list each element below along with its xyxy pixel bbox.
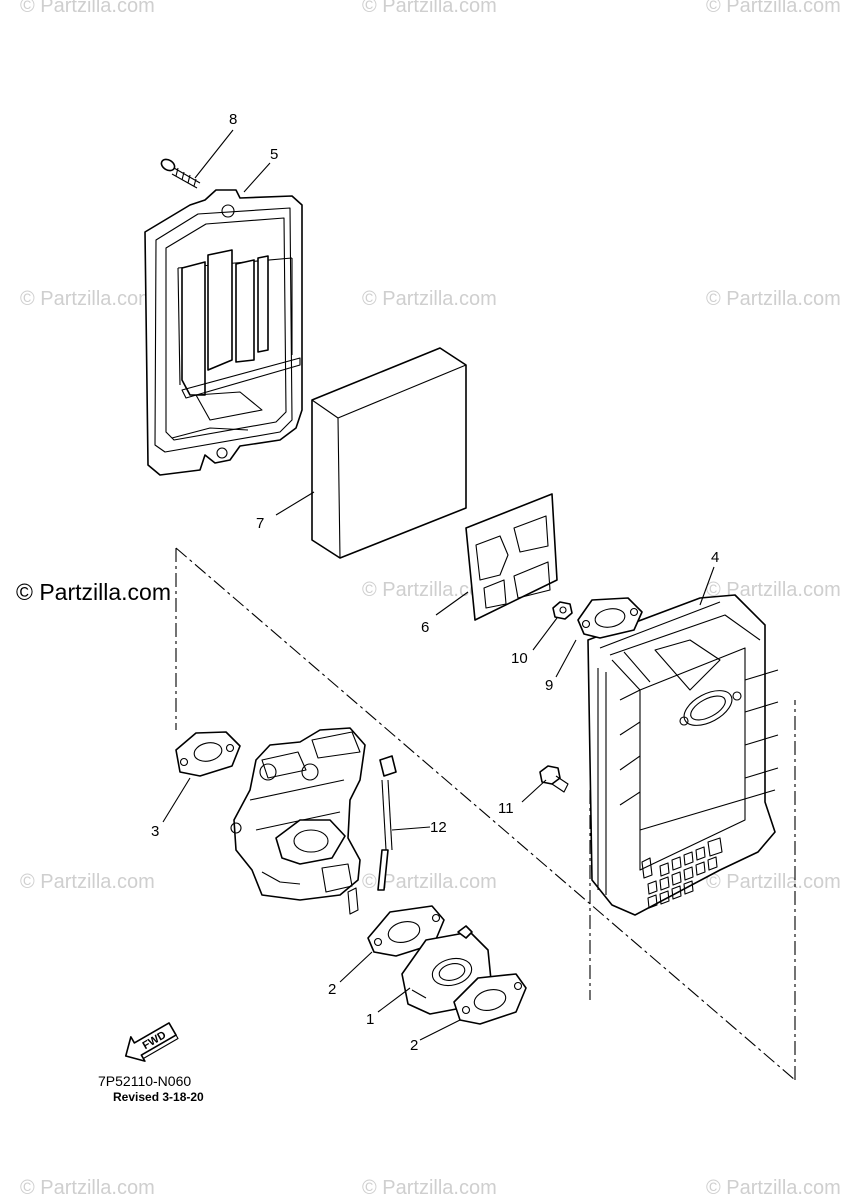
diagram-code: 7P52110-N060: [98, 1073, 191, 1089]
screw: [160, 158, 201, 189]
watermark: © Partzilla.com: [706, 871, 841, 893]
callout-8: 8: [229, 111, 237, 128]
partzilla-watermark: © Partzilla.com: [16, 579, 171, 605]
carburetor: [230, 727, 366, 915]
watermark: © Partzilla.com: [706, 579, 841, 601]
watermark-layer: © Partzilla.com © Partzilla.com © Partzi…: [20, 0, 841, 1199]
drain-hose: [377, 755, 397, 891]
filter-element: [311, 347, 467, 559]
watermark: © Partzilla.com: [20, 871, 155, 893]
carburetor-gasket: [175, 731, 241, 777]
callout-10: 10: [511, 650, 528, 667]
callout-3: 3: [151, 823, 159, 840]
intake-gasket-small: [577, 597, 643, 639]
assembly-line: [175, 547, 796, 1081]
callouts: 8 5 7 6 4 10 9 11 3 12 2 1 2: [151, 111, 719, 1054]
callout-7: 7: [256, 515, 264, 532]
filter-case-cover: [144, 189, 303, 476]
watermark: © Partzilla.com: [362, 288, 497, 310]
fwd-label: FWD: [141, 1029, 169, 1052]
manifold-gasket-lower: [453, 973, 527, 1025]
callout-11: 11: [498, 800, 514, 817]
callout-1: 1: [366, 1011, 374, 1028]
callout-6: 6: [421, 619, 429, 636]
filter-case: [587, 594, 779, 916]
watermark: © Partzilla.com: [20, 0, 155, 17]
watermark: © Partzilla.com: [362, 1177, 497, 1199]
callout-2: 2: [410, 1037, 418, 1054]
watermark: © Partzilla.com: [362, 0, 497, 17]
case-gasket: [465, 493, 558, 621]
nut: [552, 601, 573, 620]
watermark: © Partzilla.com: [706, 288, 841, 310]
bolt: [539, 765, 569, 793]
watermark: © Partzilla.com: [20, 1177, 155, 1199]
callout-12: 12: [430, 819, 447, 836]
leader-lines: [162, 129, 715, 1041]
callout-5: 5: [270, 146, 278, 163]
fwd-arrow-icon: FWD: [124, 1022, 179, 1062]
watermark: © Partzilla.com: [706, 0, 841, 17]
watermark: © Partzilla.com: [362, 871, 497, 893]
revision-note: Revised 3-18-20: [113, 1090, 204, 1104]
callout-2: 2: [328, 981, 336, 998]
callout-4: 4: [711, 549, 719, 566]
callout-9: 9: [545, 677, 553, 694]
watermark: © Partzilla.com: [706, 1177, 841, 1199]
watermark: © Partzilla.com: [20, 288, 155, 310]
